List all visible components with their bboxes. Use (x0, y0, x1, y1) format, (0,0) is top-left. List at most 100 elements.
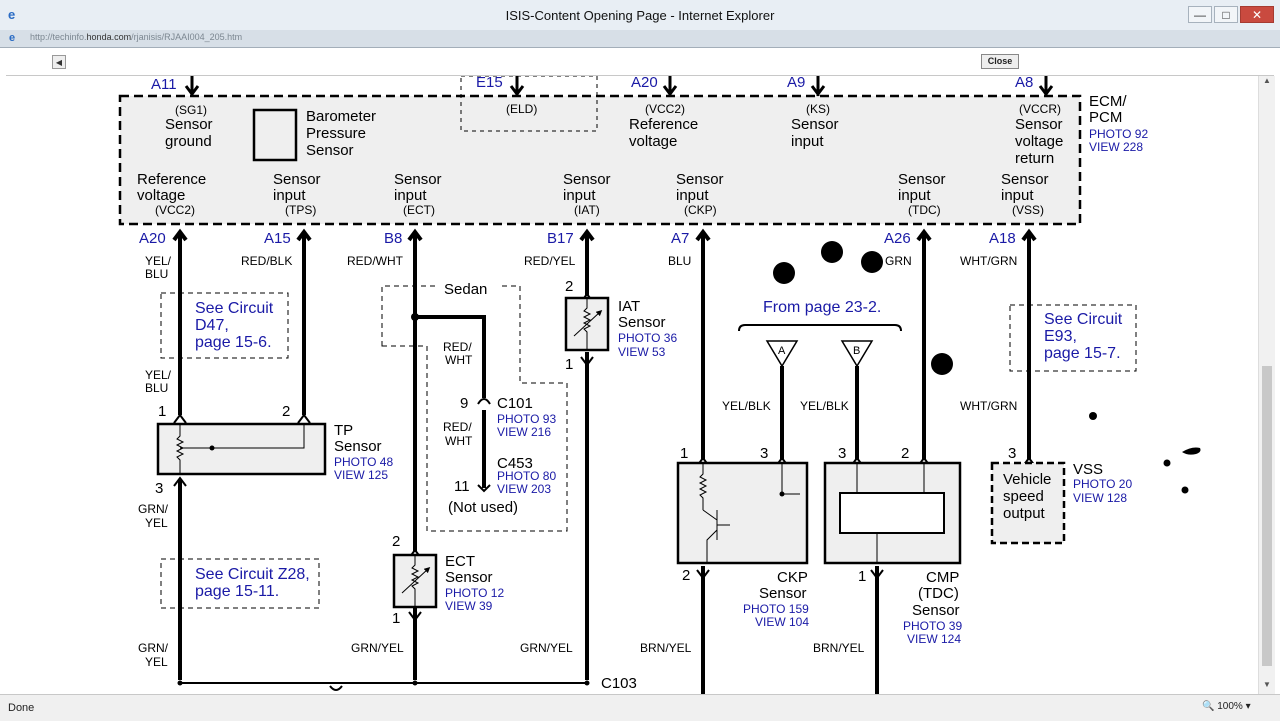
vss-photo[interactable]: PHOTO 20 (1073, 477, 1132, 491)
see-d47-2[interactable]: D47, (195, 317, 229, 334)
status-text: Done (8, 702, 35, 714)
c453-photo[interactable]: PHOTO 80 (497, 469, 556, 483)
see-e93-3[interactable]: page 15-7. (1044, 345, 1121, 362)
sig-iat-2: input (563, 187, 596, 204)
tp-sensor-box (156, 422, 327, 476)
tp-view[interactable]: VIEW 125 (334, 468, 388, 482)
see-d47-3[interactable]: page 15-6. (195, 334, 272, 351)
iat-label-2: Sensor (618, 314, 666, 331)
pin-a26: A26 (884, 230, 911, 247)
wire-red-wht-split-1b: WHT (445, 353, 473, 367)
see-circuit-z28-box (160, 558, 320, 609)
label-baro-3: Sensor (306, 142, 354, 159)
wire-grn-yel-2b: YEL (145, 655, 168, 669)
sig-ckp-1: Sensor (676, 171, 724, 188)
label-vcc2-top-3: voltage (629, 133, 677, 150)
c101-view[interactable]: VIEW 216 (497, 425, 551, 439)
minimize-button[interactable]: — (1188, 6, 1212, 23)
pin-a7: A7 (671, 230, 689, 247)
pin-a15: A15 (264, 230, 291, 247)
label-sg1: (SG1) (175, 103, 207, 117)
sedan-box (381, 285, 568, 532)
wire-red-yel: RED/YEL (524, 254, 576, 268)
close-window-button[interactable]: ✕ (1240, 6, 1274, 23)
back-button[interactable]: ◀ (52, 55, 66, 69)
vss-label: VSS (1073, 461, 1103, 478)
zoom-level[interactable]: 🔍 100% ▾ (1202, 701, 1251, 712)
not-used-label: (Not used) (448, 499, 518, 516)
window-titlebar: e ISIS-Content Opening Page - Internet E… (0, 0, 1280, 31)
sig-tps-2: input (273, 187, 306, 204)
cmp-label-3: Sensor (912, 602, 960, 619)
wire-grn-yel-4: GRN/YEL (520, 641, 573, 655)
pin-b17: B17 (547, 230, 574, 247)
wire-grn: GRN (885, 254, 912, 268)
tp-pin-3: 3 (155, 480, 163, 497)
label-ks-2: Sensor (791, 116, 839, 133)
label-vccr-4: return (1015, 150, 1054, 167)
see-z28-1[interactable]: See Circuit Z28, (195, 566, 310, 583)
tp-label-2: Sensor (334, 438, 382, 455)
iat-view[interactable]: VIEW 53 (618, 345, 666, 359)
wire-yel-blu-1a: YEL/ (145, 254, 172, 268)
pin-b8: B8 (384, 230, 402, 247)
ckp-pin-1: 1 (680, 445, 688, 462)
vss-view[interactable]: VIEW 128 (1073, 491, 1127, 505)
tp-label-1: TP (334, 422, 353, 439)
sig-vss-2: input (1001, 187, 1034, 204)
internet-explorer-icon: e (8, 7, 16, 22)
from-page-link[interactable]: From page 23-2. (763, 299, 881, 316)
maximize-button[interactable]: □ (1214, 6, 1238, 23)
label-ks: (KS) (806, 102, 830, 116)
see-d47-1[interactable]: See Circuit (195, 300, 274, 317)
address-url[interactable]: http://techinfo.honda.com/rjanisis/RJAAI… (30, 32, 243, 42)
tp-pin-2: 2 (282, 403, 290, 420)
see-e93-2[interactable]: E93, (1044, 328, 1077, 345)
scroll-up-icon[interactable]: ▲ (1263, 76, 1271, 85)
ect-label-2: Sensor (445, 569, 493, 586)
label-vccr-2: Sensor (1015, 116, 1063, 133)
wire-grn-yel-2a: GRN/ (138, 641, 169, 655)
diagram-viewport: A11 E15 A20 A9 A8 (SG1) Sensor ground Ba… (6, 76, 1258, 694)
close-button[interactable]: Close (981, 54, 1019, 69)
vertical-scrollbar[interactable]: ▲ ▼ (1258, 76, 1275, 694)
tp-photo[interactable]: PHOTO 48 (334, 455, 393, 469)
wire-yel-blu-2a: YEL/ (145, 368, 172, 382)
ecm-photo: PHOTO 92 (1089, 127, 1148, 141)
eld-box (460, 76, 598, 132)
sig-ckp-2: input (676, 187, 709, 204)
c101-photo[interactable]: PHOTO 93 (497, 412, 556, 426)
sig-tps-1: Sensor (273, 171, 321, 188)
wire-red-wht-split-1a: RED/ (443, 340, 472, 354)
wire-yel-blk-1: YEL/BLK (722, 399, 771, 413)
scroll-down-icon[interactable]: ▼ (1263, 680, 1271, 689)
sig-vss-1: Sensor (1001, 171, 1049, 188)
ecm-label-2: PCM (1089, 109, 1122, 126)
sig-tdc-2: input (898, 187, 931, 204)
wire-wht-grn-2: WHT/GRN (960, 399, 1017, 413)
cmp-photo[interactable]: PHOTO 39 (903, 619, 962, 633)
wire-red-wht-split-2b: WHT (445, 434, 473, 448)
ect-view[interactable]: VIEW 39 (445, 599, 493, 613)
ckp-view[interactable]: VIEW 104 (755, 615, 809, 629)
ckp-photo[interactable]: PHOTO 159 (743, 602, 809, 616)
wire-yel-blk-2: YEL/BLK (800, 399, 849, 413)
pin-e15: E15 (476, 76, 503, 91)
pin-a20: A20 (139, 230, 166, 247)
ect-photo[interactable]: PHOTO 12 (445, 586, 504, 600)
zoom-icon: 🔍 (1202, 701, 1218, 712)
iat-photo[interactable]: PHOTO 36 (618, 331, 677, 345)
c453-view[interactable]: VIEW 203 (497, 482, 551, 496)
cmp-view[interactable]: VIEW 124 (907, 632, 961, 646)
scroll-thumb[interactable] (1262, 366, 1272, 666)
label-vccr-3: voltage (1015, 133, 1063, 150)
vss-box (990, 461, 1066, 545)
sedan-label: Sedan (444, 281, 487, 298)
see-z28-2[interactable]: page 15-11. (195, 583, 279, 600)
wire-yel-blu-1b: BLU (145, 267, 168, 281)
label-ks-3: input (791, 133, 824, 150)
address-bar[interactable]: e http://techinfo.honda.com/rjanisis/RJA… (0, 30, 1280, 48)
see-e93-1[interactable]: See Circuit (1044, 311, 1123, 328)
cmp-inner-box (839, 492, 945, 534)
sig-ckp-3: (CKP) (684, 203, 717, 217)
